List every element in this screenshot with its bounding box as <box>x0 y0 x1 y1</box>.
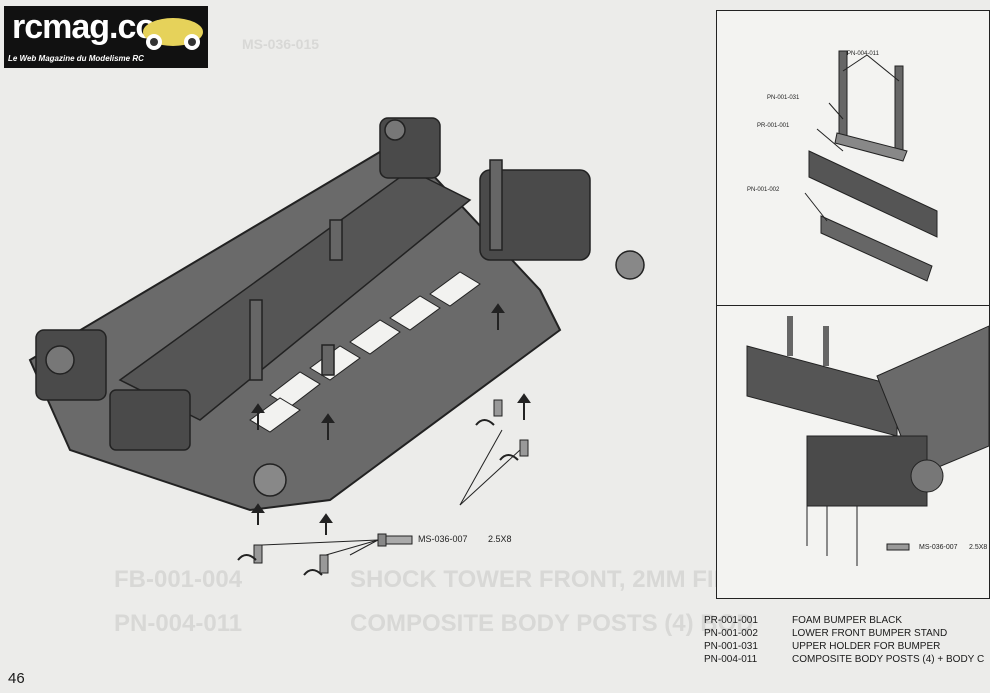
label-body-posts: PN-004-011 <box>847 51 879 57</box>
upper-holder-shape <box>834 132 908 162</box>
label-foam-bumper: PR-001-001 <box>757 123 790 129</box>
rc-car-icon <box>143 18 203 50</box>
part-description: LOWER FRONT BUMPER STAND <box>792 628 948 639</box>
parts-row: PN-004-011 COMPOSITE BODY POSTS (4) + BO… <box>704 653 984 666</box>
label-upper-holder: PN-001-031 <box>767 95 800 101</box>
part-number: PN-001-002 <box>704 628 758 639</box>
label-lower-stand: PN-001-002 <box>747 187 780 193</box>
assembly-arrows <box>251 303 531 535</box>
site-logo: rcmag.com Le Web Magazine du Modelisme R… <box>4 6 208 68</box>
label-inset-screw-size: 2.5X8 <box>969 544 988 551</box>
part-description: UPPER HOLDER FOR BUMPER <box>792 641 941 652</box>
ghost-row1-desc: SHOCK TOWER FRONT, 2MM FIBER <box>350 566 765 593</box>
part-number: PR-001-001 <box>704 615 758 626</box>
callout-screw <box>261 429 521 556</box>
page-number: 46 <box>8 670 25 687</box>
part-number: PN-004-011 <box>704 654 758 665</box>
parts-row: PN-001-002 LOWER FRONT BUMPER STAND <box>704 627 984 640</box>
ghost-row2-pn: PN-004-011 <box>114 610 243 637</box>
chassis-cutouts <box>249 271 481 433</box>
part-description: COMPOSITE BODY POSTS (4) + BODY C <box>792 654 985 665</box>
rear-suspension <box>379 117 645 280</box>
ghost-row2-desc: COMPOSITE BODY POSTS (4) BOD <box>350 610 754 637</box>
ghost-row1-pn: FB-001-004 <box>114 566 243 593</box>
bumper-installed-illustration <box>746 316 990 566</box>
rotation-arrows <box>237 419 519 576</box>
ghost-top-part: MS-036-015 <box>242 36 320 52</box>
label-main-screw-size: 2.5X8 <box>488 534 512 544</box>
label-main-screw-pn: MS-036-007 <box>418 534 468 544</box>
parts-row: PN-001-031 UPPER HOLDER FOR BUMPER <box>704 640 984 653</box>
label-inset-screw-pn: MS-036-007 <box>919 544 958 551</box>
screws <box>253 399 529 574</box>
parts-row: PR-001-001 FOAM BUMPER BLACK <box>704 614 984 627</box>
body-posts <box>249 159 503 381</box>
part-description: FOAM BUMPER BLACK <box>792 615 903 626</box>
foam-bumper-shape <box>808 150 938 238</box>
part-number: PN-001-031 <box>704 641 758 652</box>
bumper-exploded-illustration <box>804 50 938 282</box>
front-suspension <box>35 329 287 497</box>
inset-bumper-installed: MS-036-007 2.5X8 <box>716 305 990 599</box>
inset-bumper-exploded: PN-004-011 PN-001-031 PR-001-001 PN-001-… <box>716 10 990 308</box>
lower-stand-shape <box>820 215 933 282</box>
logo-tagline: Le Web Magazine du Modelisme RC <box>8 54 144 63</box>
parts-list: PR-001-001 FOAM BUMPER BLACK PN-001-002 … <box>704 614 984 666</box>
